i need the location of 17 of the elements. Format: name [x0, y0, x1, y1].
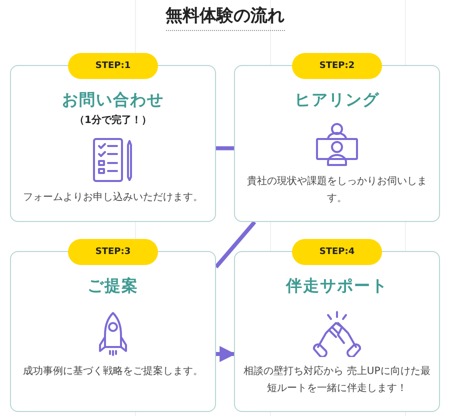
connector-line — [216, 146, 234, 150]
diagram-title: 無料体験の流れ — [166, 4, 284, 31]
step-badge: STEP:1 — [68, 53, 158, 79]
step-description: 貴社の現状や課題をしっかりお伺いします。 — [246, 174, 428, 206]
step-subtitle: （1分で完了！） — [74, 113, 152, 127]
step-description: 相談の壁打ち対応から 売上UPに向けた最短ルートを一緒に伴走します！ — [243, 364, 431, 396]
step-title: ヒアリング — [294, 90, 380, 111]
step-badge: STEP:2 — [292, 53, 382, 79]
step-badge: STEP:4 — [292, 239, 382, 265]
step-description: 成功事例に基づく戦略をご提案します。 — [23, 364, 203, 379]
connector-line — [214, 220, 256, 268]
step-title: お問い合わせ — [62, 90, 164, 111]
arrow — [216, 346, 236, 362]
step-title: ご提案 — [88, 276, 138, 297]
step-badge: STEP:3 — [68, 239, 158, 265]
step-description: フォームよりお申し込みいただけます。 — [23, 190, 203, 205]
step-title: 伴走サポート — [286, 276, 388, 297]
